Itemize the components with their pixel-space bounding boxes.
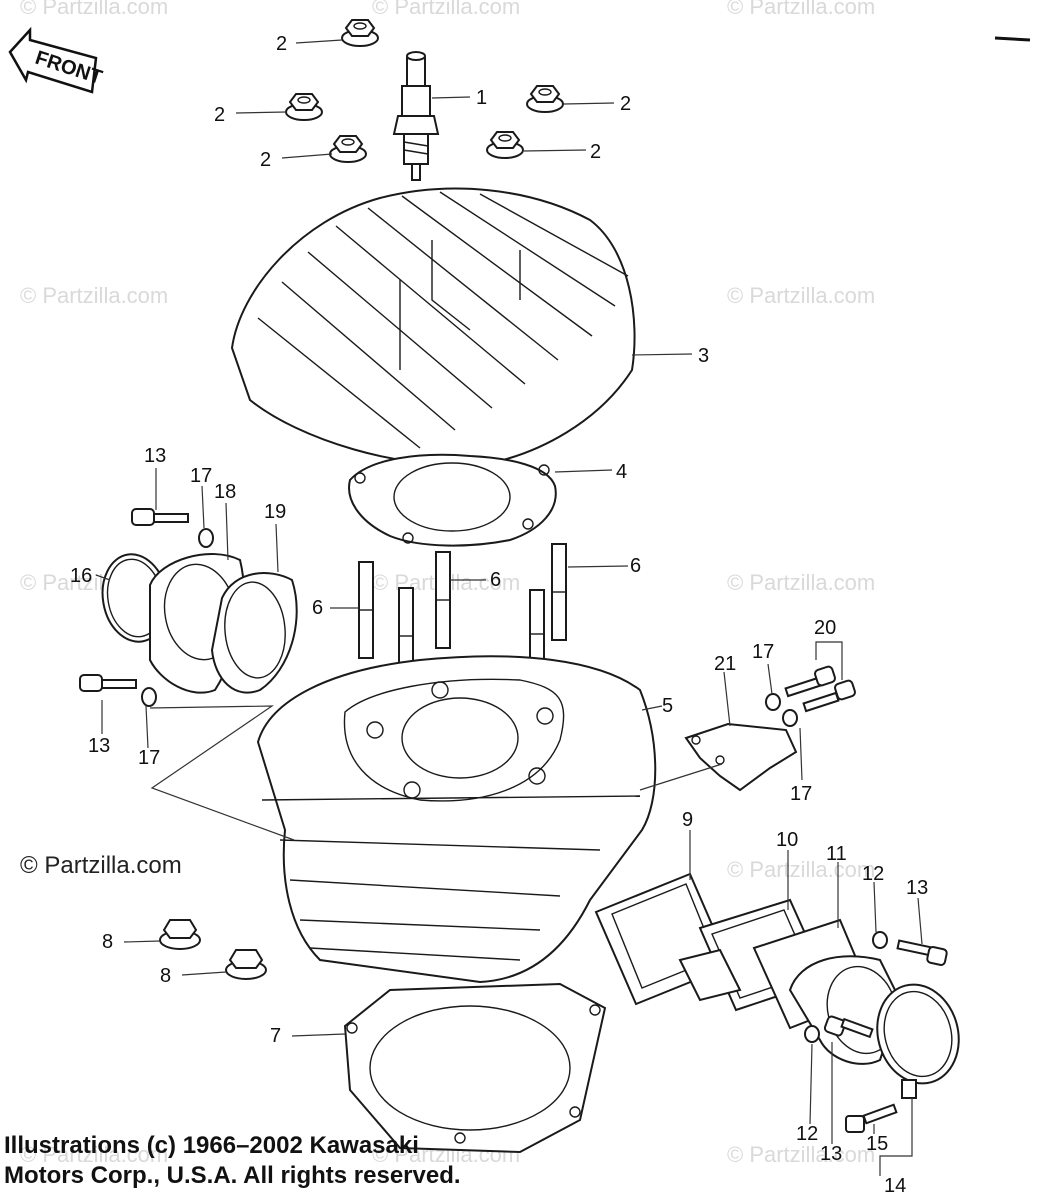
callout-8: 8 (160, 965, 171, 987)
watermark: © Partzilla.com (727, 283, 876, 308)
base-gasket (343, 982, 607, 1154)
footer-line-2: Motors Corp., U.S.A. All rights reserved… (4, 1162, 461, 1189)
callout-7: 7 (270, 1025, 281, 1047)
cylinder-head (230, 187, 636, 467)
callout-2: 2 (214, 104, 225, 126)
leader-lines (95, 39, 923, 1176)
callout-13: 13 (820, 1143, 842, 1165)
callout-2: 2 (276, 33, 287, 55)
cap-nut (486, 131, 524, 159)
stud-bolt (435, 551, 451, 649)
front-arrow-icon: FRONT (8, 26, 105, 94)
watermark: © Partzilla.com (727, 0, 876, 19)
cap-nut (225, 949, 267, 980)
callout-18: 18 (214, 481, 236, 503)
washer (765, 693, 781, 711)
watermark: © Partzilla.com (20, 0, 169, 19)
callout-12: 12 (796, 1123, 818, 1145)
callout-9: 9 (682, 809, 693, 831)
cap-nut (159, 919, 201, 950)
callout-13: 13 (88, 735, 110, 757)
callout-10: 10 (776, 829, 798, 851)
socket-bolt (823, 1015, 874, 1039)
cap-nut (526, 85, 564, 113)
callout-20: 20 (814, 617, 836, 639)
callout-2: 2 (620, 93, 631, 115)
callout-1: 1 (476, 87, 487, 109)
callout-21: 21 (714, 653, 736, 675)
washer (198, 528, 214, 548)
callout-6: 6 (630, 555, 641, 577)
cap-nut (341, 19, 379, 47)
intake-manifold (752, 918, 902, 1065)
cap-nut (329, 135, 367, 163)
intake-gasket (210, 572, 298, 694)
watermark: © Partzilla.com (727, 570, 876, 595)
spark-plug (392, 51, 440, 181)
callout-6: 6 (312, 597, 323, 619)
callout-13: 13 (906, 877, 928, 899)
stud-bolt (551, 543, 567, 641)
washer (804, 1025, 820, 1043)
callout-17: 17 (752, 641, 774, 663)
hose-clamp (876, 983, 960, 1099)
callout-4: 4 (616, 461, 627, 483)
socket-bolt (79, 674, 137, 692)
callout-2: 2 (590, 141, 601, 163)
callout-19: 19 (264, 501, 286, 523)
callout-3: 3 (698, 345, 709, 367)
callout-8: 8 (102, 931, 113, 953)
callout-13: 13 (144, 445, 166, 467)
callout-17: 17 (190, 465, 212, 487)
cap-nut (285, 93, 323, 121)
socket-bolt (131, 508, 189, 526)
watermark: © Partzilla.com (727, 857, 876, 882)
watermark: © Partzilla.com (372, 0, 521, 19)
callout-6: 6 (490, 569, 501, 591)
callout-5: 5 (662, 695, 673, 717)
callout-16: 16 (70, 565, 92, 587)
washer (141, 687, 157, 707)
washer (782, 709, 798, 727)
callout-11: 11 (826, 843, 847, 865)
callout-17: 17 (138, 747, 160, 769)
callout-12: 12 (862, 863, 884, 885)
stud-bolt (358, 561, 374, 659)
watermark: © Partzilla.com (20, 283, 169, 308)
socket-bolt (896, 939, 948, 966)
watermark: © Partzilla.com (727, 1142, 876, 1167)
cylinder (256, 655, 657, 984)
copyright-watermark: © Partzilla.com (20, 852, 182, 879)
hex-bolt (845, 1103, 898, 1133)
callout-15: 15 (866, 1133, 888, 1155)
head-gasket (348, 453, 557, 547)
watermark: © Partzilla.com (20, 1142, 169, 1167)
callout-14: 14 (884, 1175, 906, 1197)
footer-line-1: Illustrations (c) 1966–2002 Kawasaki (4, 1132, 419, 1159)
bracket (684, 722, 798, 792)
callout-17: 17 (790, 783, 812, 805)
edge-mark (994, 36, 1031, 42)
callout-numbers: 1 2 2 2 2 2 2 3 4 5 6 6 6 6 7 8 8 9 10 1… (70, 33, 928, 1197)
washer (872, 931, 888, 949)
callout-2: 2 (260, 149, 271, 171)
socket-bolt (802, 679, 856, 713)
socket-bolt (784, 665, 836, 698)
